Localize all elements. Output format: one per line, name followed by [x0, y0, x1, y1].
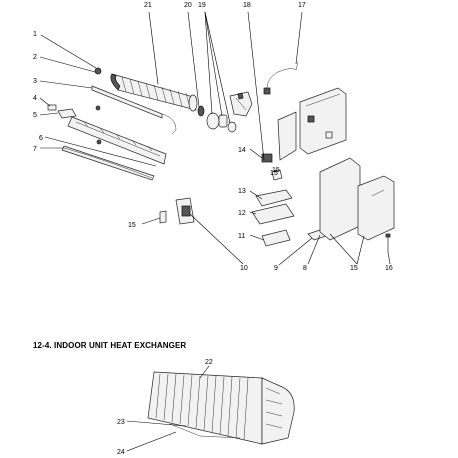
- control-box-cover: [277, 87, 347, 161]
- callout-1: 1: [33, 31, 37, 38]
- leader-12: [249, 211, 257, 215]
- leader-8: [307, 234, 321, 265]
- callout-labels: 1 2 3 4 5 6 7 8 9 10 11 12 13 14 15 15 1…: [33, 2, 393, 456]
- leader-lines: [39, 11, 391, 452]
- callout-5: 5: [33, 112, 37, 119]
- leader-3: [39, 80, 93, 89]
- leader-18: [247, 11, 265, 161]
- leader-6: [44, 136, 157, 167]
- drain-pipe: [91, 85, 177, 135]
- wire-lead: [263, 61, 299, 95]
- leader-13: [249, 190, 263, 200]
- callout-11: 11: [238, 233, 245, 240]
- leader-19c: [204, 11, 231, 124]
- callout-14: 14: [238, 147, 246, 154]
- leader-15c: [356, 235, 365, 265]
- leader-1: [40, 34, 97, 69]
- callout-8: 8: [303, 265, 307, 272]
- leader-20: [187, 11, 200, 108]
- leader-15b: [329, 233, 358, 265]
- callout-19: 19: [198, 2, 206, 9]
- leader-21: [148, 11, 159, 85]
- callout-15b: 15: [272, 167, 280, 174]
- callout-17: 17: [298, 2, 306, 9]
- circuit-boards: [251, 189, 295, 247]
- callout-24: 24: [117, 449, 125, 456]
- leader-16: [387, 251, 391, 265]
- leader-19a: [204, 11, 213, 115]
- screw-16: [385, 233, 391, 252]
- leader-2: [39, 56, 96, 73]
- leader-9: [278, 237, 313, 266]
- leader-24: [126, 431, 177, 452]
- callout-10: 10: [240, 265, 248, 272]
- callout-2: 2: [33, 54, 37, 61]
- louver-part: [61, 145, 155, 181]
- leader-4: [39, 97, 51, 107]
- bearing-part: [197, 105, 205, 117]
- callout-15c: 15: [350, 265, 358, 272]
- callout-22: 22: [205, 359, 213, 366]
- leader-14: [249, 148, 263, 159]
- screw-part: [96, 139, 102, 145]
- callout-21: 21: [144, 2, 152, 9]
- heat-exchanger: [147, 371, 295, 445]
- section-title: 12-4. INDOOR UNIT HEAT EXCHANGER: [33, 341, 187, 350]
- leader-10: [189, 213, 244, 265]
- callout-3: 3: [33, 78, 37, 85]
- box-panels: [319, 157, 395, 241]
- leader-5: [39, 112, 59, 116]
- callout-6: 6: [39, 135, 43, 142]
- leader-19b: [204, 11, 223, 117]
- vane-motor: [159, 197, 195, 225]
- leader-22: [199, 365, 210, 379]
- drain-pan: [67, 116, 167, 165]
- callout-9: 9: [274, 265, 278, 272]
- callout-13: 13: [238, 188, 246, 195]
- leader-17: [295, 11, 303, 65]
- callout-20: 20: [184, 2, 192, 9]
- bracket-parts: [47, 104, 101, 119]
- callout-18: 18: [243, 2, 251, 9]
- callout-12: 12: [238, 210, 246, 217]
- callout-15a: 15: [128, 222, 136, 229]
- callout-15d: 15: [270, 170, 278, 177]
- callout-4: 4: [33, 95, 37, 102]
- fan-motor-parts: [206, 91, 253, 133]
- cross-flow-fan: [110, 73, 198, 112]
- callout-7: 7: [33, 146, 37, 153]
- callout-16: 16: [385, 265, 393, 272]
- callout-23: 23: [117, 419, 125, 426]
- leader-11: [249, 234, 265, 241]
- small-part-1: [94, 67, 102, 75]
- leader-23: [126, 420, 187, 427]
- leader-15a: [141, 217, 161, 225]
